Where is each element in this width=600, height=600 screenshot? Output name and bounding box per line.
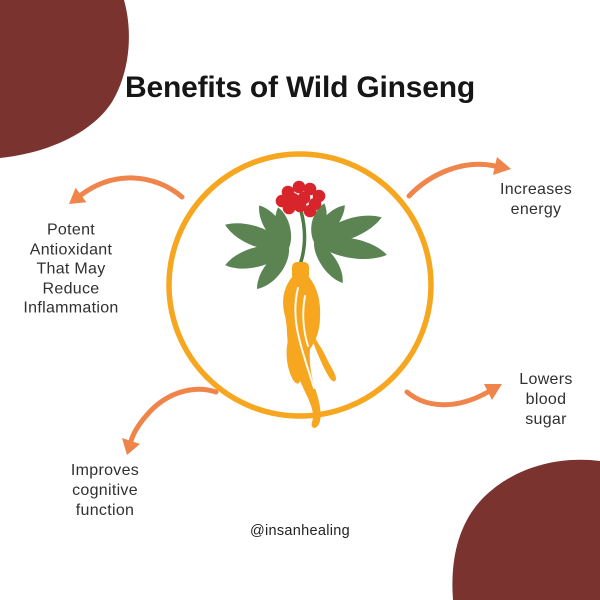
- social-handle: @insanhealing: [249, 523, 351, 539]
- plant-leaves: [225, 203, 387, 289]
- page-title: Benefits of Wild Ginseng: [125, 71, 475, 104]
- benefit-text-antioxidant: Potent Antioxidant That May Reduce Infla…: [23, 221, 119, 317]
- curved-arrow-top-right-icon: [406, 157, 511, 199]
- plant-stem: [297, 209, 307, 270]
- benefit-text-blood-sugar: Lowers blood sugar: [519, 371, 573, 428]
- ginseng-root: [283, 262, 336, 428]
- berry-cluster: [275, 180, 326, 218]
- ginseng-plant-icon: [225, 180, 387, 428]
- curved-arrow-bottom-right-icon: [404, 384, 502, 408]
- benefit-text-energy: Increases energy: [499, 181, 573, 218]
- center-circle-frame: [166, 151, 434, 419]
- curved-arrow-bottom-left-icon: [122, 386, 219, 455]
- curved-arrow-top-left-icon: [69, 175, 185, 204]
- benefit-text-cognitive: Improves cognitive function: [70, 462, 140, 519]
- corner-blob-top-left: [0, 0, 129, 158]
- corner-blob-bottom-right: [452, 459, 600, 600]
